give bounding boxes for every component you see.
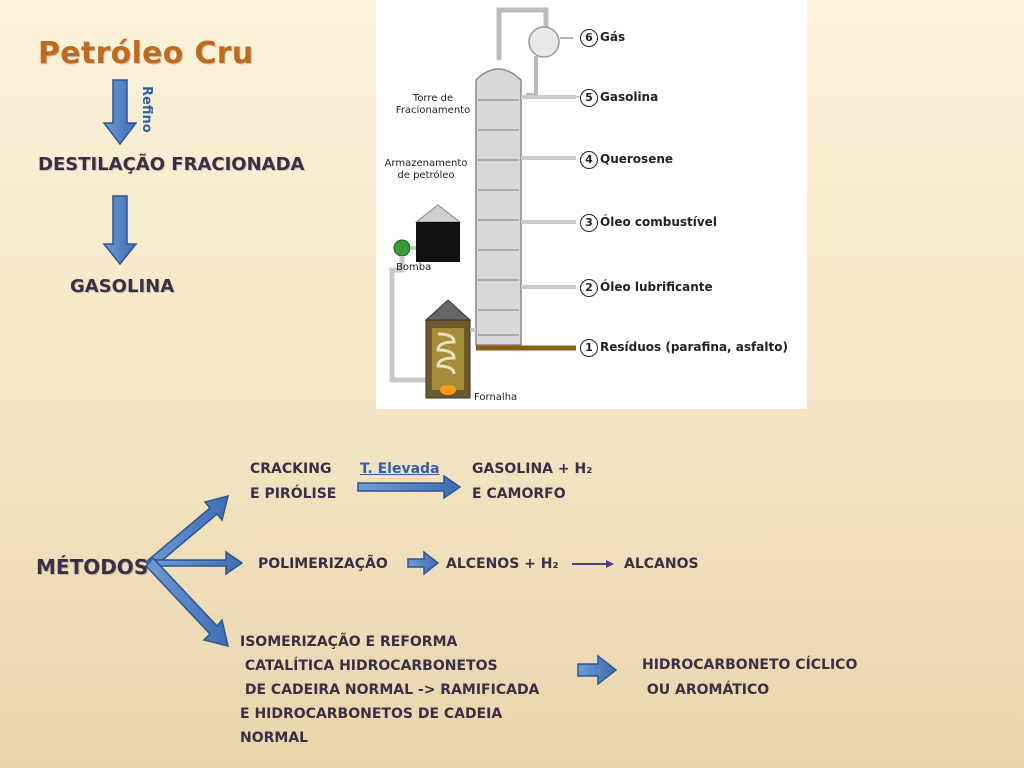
fractionation-tower-diagram: Torre de Fracionamento Armazenamento de …	[376, 0, 807, 409]
cracking-label-line2: E PIRÓLISE	[250, 486, 337, 502]
cracking-result-line2: E CAMORFO	[472, 486, 566, 502]
isomerizacao-text: ISOMERIZAÇÃO E REFORMA CATALÍTICA HIDROC…	[240, 630, 539, 750]
armazenamento-label: Armazenamento de petróleo	[384, 158, 468, 182]
isomerizacao-line: ISOMERIZAÇÃO E REFORMA	[240, 634, 458, 650]
branch-arrow-down	[144, 556, 230, 648]
tower-drawing	[389, 7, 580, 399]
gas-separator	[528, 26, 560, 58]
product-label: Querosene	[600, 152, 674, 166]
down-arrow-1	[102, 79, 138, 146]
product-label: Óleo lubrificante	[600, 280, 713, 294]
product-number: 3	[580, 214, 598, 232]
isomerizacao-line: E HIDROCARBONETOS DE CADEIA	[240, 706, 503, 722]
product-number: 4	[580, 151, 598, 169]
down-arrow-2	[102, 195, 138, 266]
product-number: 2	[580, 279, 598, 297]
cracking-arrow	[357, 474, 462, 500]
gasolina-heading: GASOLINA	[70, 276, 175, 297]
product-label: Gasolina	[600, 90, 659, 104]
isomerizacao-line: NORMAL	[240, 730, 309, 746]
isomerizacao-result-line2: OU AROMÁTICO	[642, 682, 770, 698]
product-number: 1	[580, 339, 598, 357]
product-number: 5	[580, 89, 598, 107]
torre-label: Torre de Fracionamento	[394, 93, 472, 117]
pump	[393, 239, 411, 257]
thin-arrow-head	[606, 560, 614, 568]
cracking-condition: T. Elevada	[360, 461, 440, 477]
alcanos-label: ALCANOS	[624, 556, 699, 572]
isomerizacao-arrow	[577, 654, 618, 686]
branch-arrow-mid	[149, 550, 244, 576]
isomerizacao-line: CATALÍTICA HIDROCARBONETOS	[240, 658, 498, 674]
bomba-label: Bomba	[396, 262, 432, 273]
fornalha-label: Fornalha	[474, 392, 518, 403]
product-label: Gás	[600, 30, 626, 44]
isomerizacao-line: DE CADEIRA NORMAL -> RAMIFICADA	[240, 682, 540, 698]
torre-label-text: Torre de Fracionamento	[395, 93, 471, 116]
polimerizacao-arrow	[407, 550, 440, 576]
branch-arrow-up	[144, 494, 230, 569]
metodos-heading: MÉTODOS	[36, 555, 149, 579]
product-label: Resíduos (parafina, asfalto)	[600, 340, 788, 354]
polimerizacao-label: POLIMERIZAÇÃO	[258, 556, 388, 572]
page-title: Petróleo Cru	[38, 36, 254, 71]
product-label: Óleo combustível	[600, 215, 717, 229]
destilacao-heading: DESTILAÇÃO FRACIONADA	[38, 154, 305, 175]
cracking-label-line1: CRACKING	[250, 461, 332, 477]
cracking-result-line1: GASOLINA + H₂	[472, 461, 593, 477]
storage-tank	[416, 222, 460, 262]
armazenamento-label-text: Armazenamento de petróleo	[384, 158, 468, 181]
isomerizacao-result-line1: HIDROCARBONETO CÍCLICO	[642, 657, 858, 673]
alcenos-label: ALCENOS + H₂	[446, 556, 559, 572]
tower-body	[475, 68, 522, 346]
product-number: 6	[580, 29, 598, 47]
